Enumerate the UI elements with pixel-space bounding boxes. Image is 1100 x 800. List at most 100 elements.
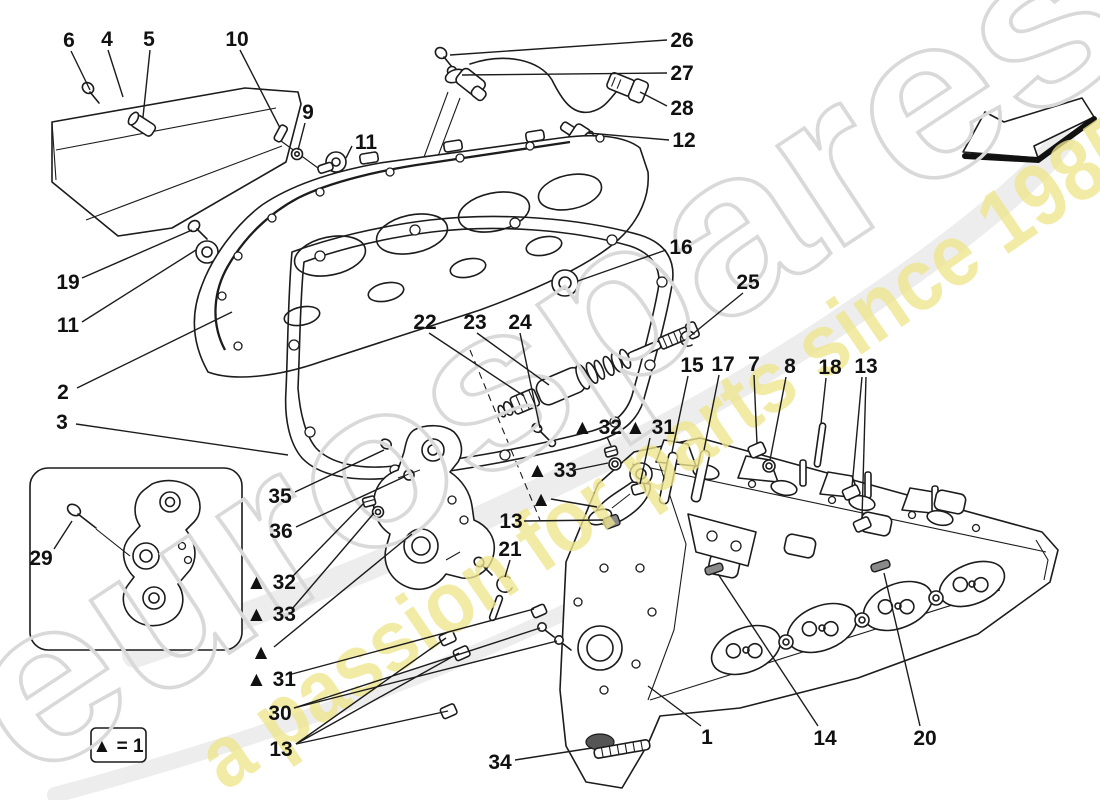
callout-label: 23 <box>463 311 486 334</box>
legend-text: ▲ = 1 <box>92 736 143 757</box>
callout-label: 7 <box>748 353 760 376</box>
leader-line <box>577 249 667 282</box>
cover-bolt <box>187 219 208 240</box>
callout-label: 11 <box>355 131 378 154</box>
leader-line <box>273 533 413 648</box>
callout-label: 13 <box>499 510 522 533</box>
leader-line <box>861 376 867 519</box>
leader-line <box>81 229 193 279</box>
callout-label: 30 <box>268 702 291 725</box>
bushing <box>530 603 548 619</box>
callout-label: 36 <box>269 520 292 543</box>
leader-line <box>53 520 73 550</box>
leader-line <box>291 502 365 578</box>
leader-line <box>70 50 91 91</box>
snap-ring <box>679 330 695 347</box>
pin <box>704 562 724 576</box>
leader-line <box>291 512 375 610</box>
small-bolt <box>473 556 493 576</box>
dowel <box>602 513 621 530</box>
leader-line <box>647 685 702 727</box>
leader-line <box>639 91 668 107</box>
heat-shield <box>51 87 302 237</box>
callout-label: ▲ 31 <box>246 668 296 691</box>
valve-cover <box>193 129 650 378</box>
shield-pin <box>273 124 289 143</box>
sensor-cable <box>469 57 623 114</box>
bushing <box>747 441 767 459</box>
callout-label: 34 <box>488 751 512 774</box>
threaded-rod <box>593 739 651 759</box>
dowel <box>852 516 872 533</box>
cable-connector <box>606 72 650 104</box>
leader-line <box>550 498 598 508</box>
leader-line <box>297 122 306 151</box>
leader-line <box>293 627 541 709</box>
variocam-actuator <box>497 321 700 418</box>
leader-line <box>295 476 405 528</box>
callout-label: ▲ 33 <box>246 603 296 626</box>
callout-label: 2 <box>57 381 69 404</box>
callout-label: 35 <box>268 485 292 508</box>
leader-line <box>523 519 604 522</box>
callout-label: 26 <box>670 29 693 52</box>
leader-line <box>75 423 289 456</box>
callout-label: 6 <box>63 29 75 52</box>
callout-label: 22 <box>413 311 436 334</box>
nut <box>603 445 619 458</box>
leader-line <box>606 436 612 447</box>
callout-label: 17 <box>711 353 734 376</box>
leader-line <box>142 49 151 118</box>
washer <box>290 147 304 161</box>
leader-line <box>107 49 124 98</box>
leader-line <box>703 374 720 451</box>
callout-label: 5 <box>143 28 155 51</box>
callout-label: ▲ <box>251 641 272 664</box>
shield-bolt <box>81 81 100 104</box>
leader-line <box>293 640 558 709</box>
callout-label: ▲ 33 <box>527 459 577 482</box>
bushing <box>630 482 647 496</box>
leader-line <box>883 572 921 727</box>
leader-line <box>717 573 819 727</box>
art-layer: ▲ = 1 <box>29 46 1097 789</box>
callout-label: 3 <box>56 411 68 434</box>
callout-label: 16 <box>669 236 692 259</box>
callout-label: ▲ <box>531 488 552 511</box>
callout-label: 29 <box>29 547 52 570</box>
callout-label: ▲ 32 <box>246 571 296 594</box>
stud <box>658 451 679 505</box>
callout-label: 21 <box>498 538 522 561</box>
leader-line <box>81 249 197 323</box>
support-bracket <box>372 424 496 590</box>
callout-label: 4 <box>101 28 113 51</box>
callout-label: 10 <box>225 28 248 51</box>
bracket-part <box>122 479 201 627</box>
callout-label: 13 <box>854 355 877 378</box>
shield-sensor <box>127 111 157 137</box>
leader-line <box>345 145 353 159</box>
callout-label: 9 <box>302 101 314 124</box>
callout-label: 28 <box>670 97 694 120</box>
leader-line <box>671 375 689 453</box>
leader-line <box>76 311 233 389</box>
pin <box>870 559 891 573</box>
leader-line <box>851 376 863 488</box>
callout-label: ▲ 32 <box>572 416 622 439</box>
leader-line <box>753 374 758 445</box>
callout-label: 13 <box>269 738 292 761</box>
inset-box <box>29 467 243 651</box>
callout-label: 27 <box>670 62 693 85</box>
legend-box: ▲ = 1 <box>90 727 147 763</box>
leader-line <box>769 376 787 461</box>
bushing <box>439 703 458 720</box>
leader-line <box>239 49 281 129</box>
leader-line <box>514 747 593 761</box>
callout-label: 12 <box>672 129 695 152</box>
callout-label: ▲ 31 <box>625 416 675 439</box>
callout-label: 19 <box>56 271 79 294</box>
leader-line <box>449 39 668 56</box>
